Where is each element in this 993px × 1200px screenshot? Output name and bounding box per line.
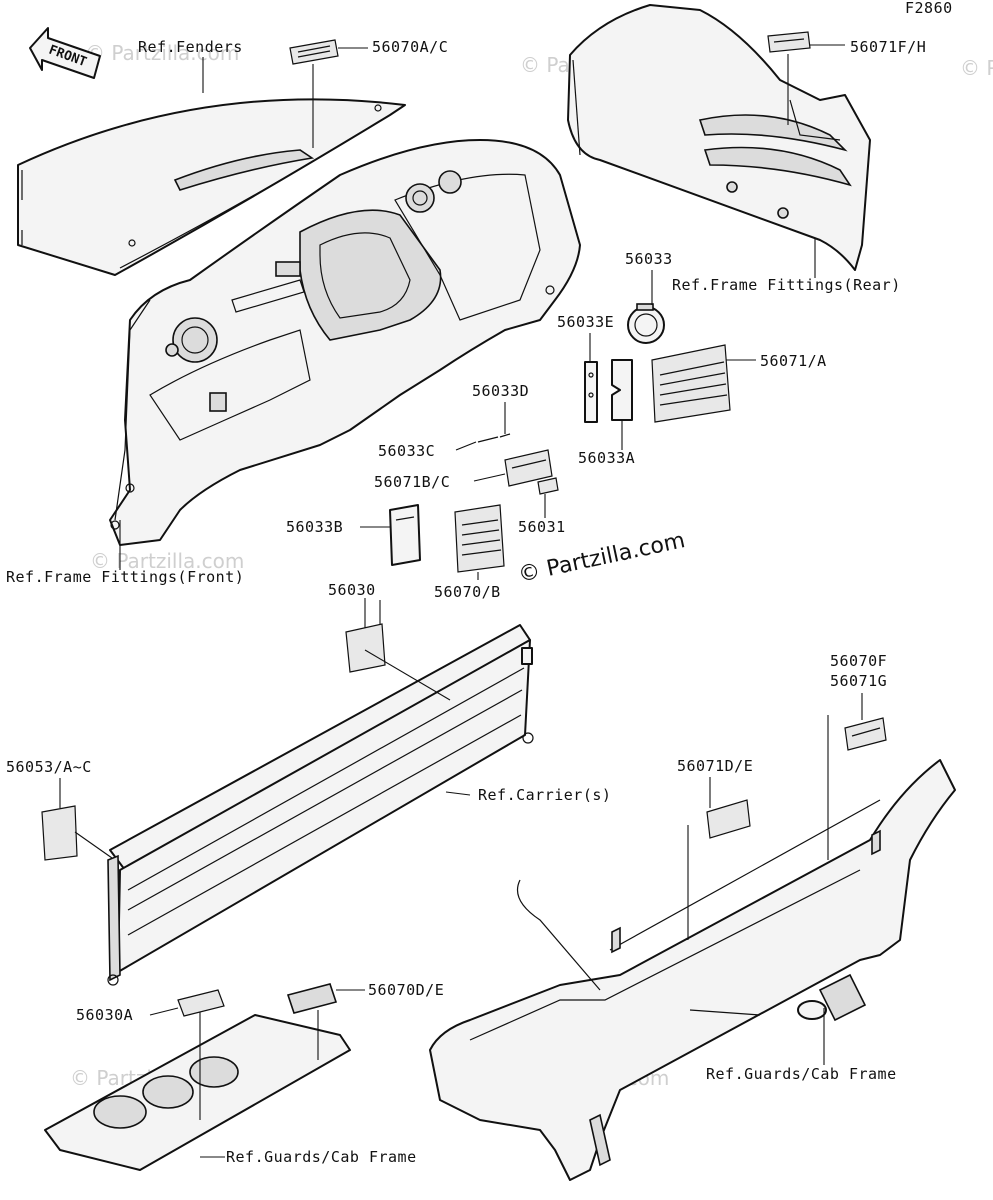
faint-watermark: © Partzilla.com: [90, 549, 244, 573]
part-56070AC-label: 56070A/C: [372, 38, 448, 56]
part-56030A-label: 56030A: [76, 1006, 133, 1024]
decal-56070B: [454, 504, 505, 573]
part-56071FH-label: 56071F/H: [850, 38, 926, 56]
cab-frame-guard: [429, 759, 956, 1181]
decal-56070DE: [286, 983, 338, 1014]
decal-56031: [537, 477, 559, 495]
front-direction-arrow: FRONT: [29, 27, 101, 79]
part-56033A-label: 56033A: [578, 449, 635, 467]
decal-56033E: [584, 361, 598, 423]
figure-code: F2860: [905, 0, 953, 17]
decal-56071FH: [767, 31, 811, 53]
part-56033D-label: 56033D: [472, 382, 529, 400]
dashboard-panel: [109, 139, 581, 546]
ref-guards-cab-frame-bottom-label: Ref.Guards/Cab Frame: [226, 1148, 417, 1166]
faint-watermark: © Partzilla.com: [960, 56, 993, 80]
rear-frame-panel: [567, 4, 871, 271]
ref-frame-fittings-front-label: Ref.Frame Fittings(Front): [6, 568, 244, 586]
part-56071BC-label: 56071B/C: [374, 473, 450, 491]
ref-guards-cab-frame-right-label: Ref.Guards/Cab Frame: [706, 1065, 897, 1083]
part-56033E-label: 56033E: [557, 313, 614, 331]
part-56053AC-label: 56053/A~C: [6, 758, 92, 776]
decal-56033A: [611, 359, 633, 421]
decal-56071A: [651, 344, 731, 423]
tailgate-carrier: [107, 624, 534, 986]
part-56071DE-label: 56071D/E: [677, 757, 753, 775]
leader-lines: [59, 44, 863, 1158]
decal-56053AC: [41, 805, 78, 861]
part-56031-label: 56031: [518, 518, 566, 536]
ref-fenders-label: Ref.Fenders: [138, 38, 243, 56]
part-56070F-label: 56070F: [830, 652, 887, 670]
part-56033-label: 56033: [625, 250, 673, 268]
part-56033B-label: 56033B: [286, 518, 343, 536]
part-56071G-label: 56071G: [830, 672, 887, 690]
part-56030-label: 56030: [328, 581, 376, 599]
part-56071A-label: 56071/A: [760, 352, 827, 370]
part-56033C-label: 56033C: [378, 442, 435, 460]
decal-56033-ring: [627, 303, 665, 344]
decal-56033C: [477, 433, 511, 443]
decal-56071DE: [706, 799, 751, 839]
decal-56071BC: [504, 449, 553, 487]
decal-56030: [345, 623, 386, 673]
fender-panel: [17, 98, 406, 276]
ref-carrier-label: Ref.Carrier(s): [478, 786, 611, 804]
faint-watermark: © Partzilla.com: [85, 41, 239, 65]
decal-56070F-56071G: [844, 717, 887, 751]
partzilla-watermark: © Partzilla.com: [516, 528, 687, 588]
decal-56070AC: [289, 39, 339, 65]
decal-56030A: [177, 989, 225, 1017]
floor-plate: [44, 1014, 351, 1171]
part-56070DE-label: 56070D/E: [368, 981, 444, 999]
ref-frame-fittings-rear-label: Ref.Frame Fittings(Rear): [672, 276, 901, 294]
decal-56033B: [389, 504, 421, 566]
part-56070B-label: 56070/B: [434, 583, 501, 601]
